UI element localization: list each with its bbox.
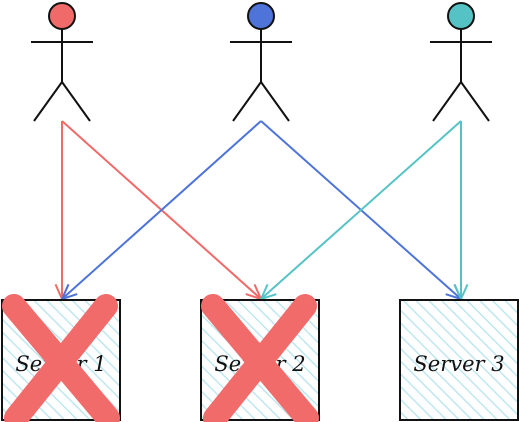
server-2-failed-cross-icon bbox=[201, 294, 319, 422]
connection-line bbox=[260, 120, 462, 300]
server-2: Server 2 bbox=[200, 294, 320, 422]
connections-group bbox=[54, 120, 469, 300]
user-3-stick-figure-icon bbox=[430, 2, 492, 122]
user-3-left-leg bbox=[432, 81, 462, 122]
server-3-label: Server 3 bbox=[413, 352, 504, 376]
user-2-head bbox=[247, 2, 275, 30]
server-1-failed-cross-icon bbox=[2, 294, 120, 422]
user-2-right-leg bbox=[260, 81, 290, 122]
connection-arrow-1 bbox=[54, 121, 70, 300]
server-3: Server 3 bbox=[399, 299, 519, 421]
user-2-left-leg bbox=[232, 81, 262, 122]
user-1-right-leg bbox=[61, 81, 91, 122]
connection-line bbox=[61, 120, 262, 300]
user-3-right-leg bbox=[460, 81, 490, 122]
users-group bbox=[31, 2, 492, 122]
user-1-stick-figure-icon bbox=[31, 2, 93, 122]
user-2-stick-figure-icon bbox=[230, 2, 292, 122]
server-1: Server 1 bbox=[1, 294, 121, 422]
connection-arrow-6 bbox=[453, 121, 469, 300]
user-1-left-leg bbox=[33, 81, 63, 122]
user-1-head bbox=[48, 2, 76, 30]
server-3-box bbox=[399, 299, 519, 421]
user-3-head bbox=[447, 2, 475, 30]
